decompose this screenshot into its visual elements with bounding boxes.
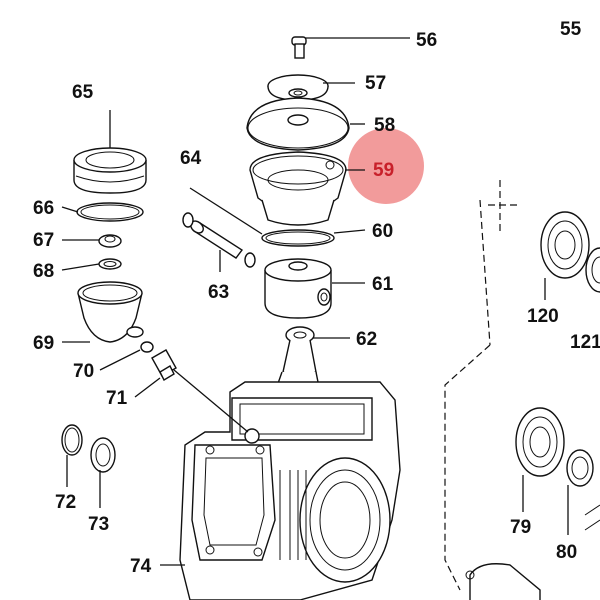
part-59-valve-head[interactable] [249,151,347,226]
callout-57[interactable]: 57 [365,73,386,94]
callout-68[interactable]: 68 [33,261,54,282]
callout-65[interactable]: 65 [72,82,94,103]
part-68-washer[interactable] [98,258,122,270]
callout-74[interactable]: 74 [130,556,152,577]
part-57-cap[interactable] [267,74,329,101]
callout-59[interactable]: 59 [373,160,394,181]
partial-bracket [465,563,541,600]
selected-callout-highlight [348,128,424,204]
part-71-fitting[interactable] [151,349,177,381]
callout-120[interactable]: 120 [527,306,559,327]
callout-62[interactable]: 62 [356,329,377,350]
part-72-snap-ring[interactable] [61,424,83,456]
part-79-bearing[interactable] [515,407,565,477]
callout-64[interactable]: 64 [180,148,202,169]
part-61-piston[interactable] [264,258,332,319]
part-56-bolt[interactable] [291,36,307,59]
leader-lines [61,37,569,566]
callout-61[interactable]: 61 [372,274,394,295]
partial-shaft [584,504,600,531]
part-66-ring[interactable] [76,202,144,222]
part-69-cup-housing[interactable] [77,281,144,343]
part-67-nut[interactable] [98,234,122,248]
callout-56[interactable]: 56 [416,30,437,51]
part-120-bearing[interactable] [540,211,590,279]
callout-58[interactable]: 58 [374,115,395,136]
part-58-dome-cover[interactable] [246,97,350,151]
callout-69[interactable]: 69 [33,333,54,354]
callout-73[interactable]: 73 [88,514,109,535]
callout-63[interactable]: 63 [208,282,229,303]
callout-80[interactable]: 80 [556,542,577,563]
part-65-cap-cylinder[interactable] [73,147,147,194]
part-64-circlip-right[interactable] [244,252,256,268]
part-121-bearing[interactable] [585,247,600,293]
part-73-seal[interactable] [90,437,116,473]
callout-67[interactable]: 67 [33,230,54,251]
callout-71[interactable]: 71 [106,388,128,409]
part-64-circlip-left[interactable] [182,212,194,228]
callout-79[interactable]: 79 [510,517,531,538]
part-70-small-o-ring[interactable] [140,341,154,353]
callout-55[interactable]: 55 [560,19,582,40]
callout-66[interactable]: 66 [33,198,54,219]
callout-70[interactable]: 70 [73,361,94,382]
callout-121[interactable]: 121 [570,332,600,353]
part-63-piston-pin[interactable] [188,219,244,259]
part-74-crankcase[interactable] [179,381,401,600]
part-80-ring[interactable] [566,449,594,487]
callout-60[interactable]: 60 [372,221,393,242]
dashed-assembly-outline [444,180,520,591]
callout-72[interactable]: 72 [55,492,76,513]
part-60-o-ring[interactable] [261,229,335,247]
